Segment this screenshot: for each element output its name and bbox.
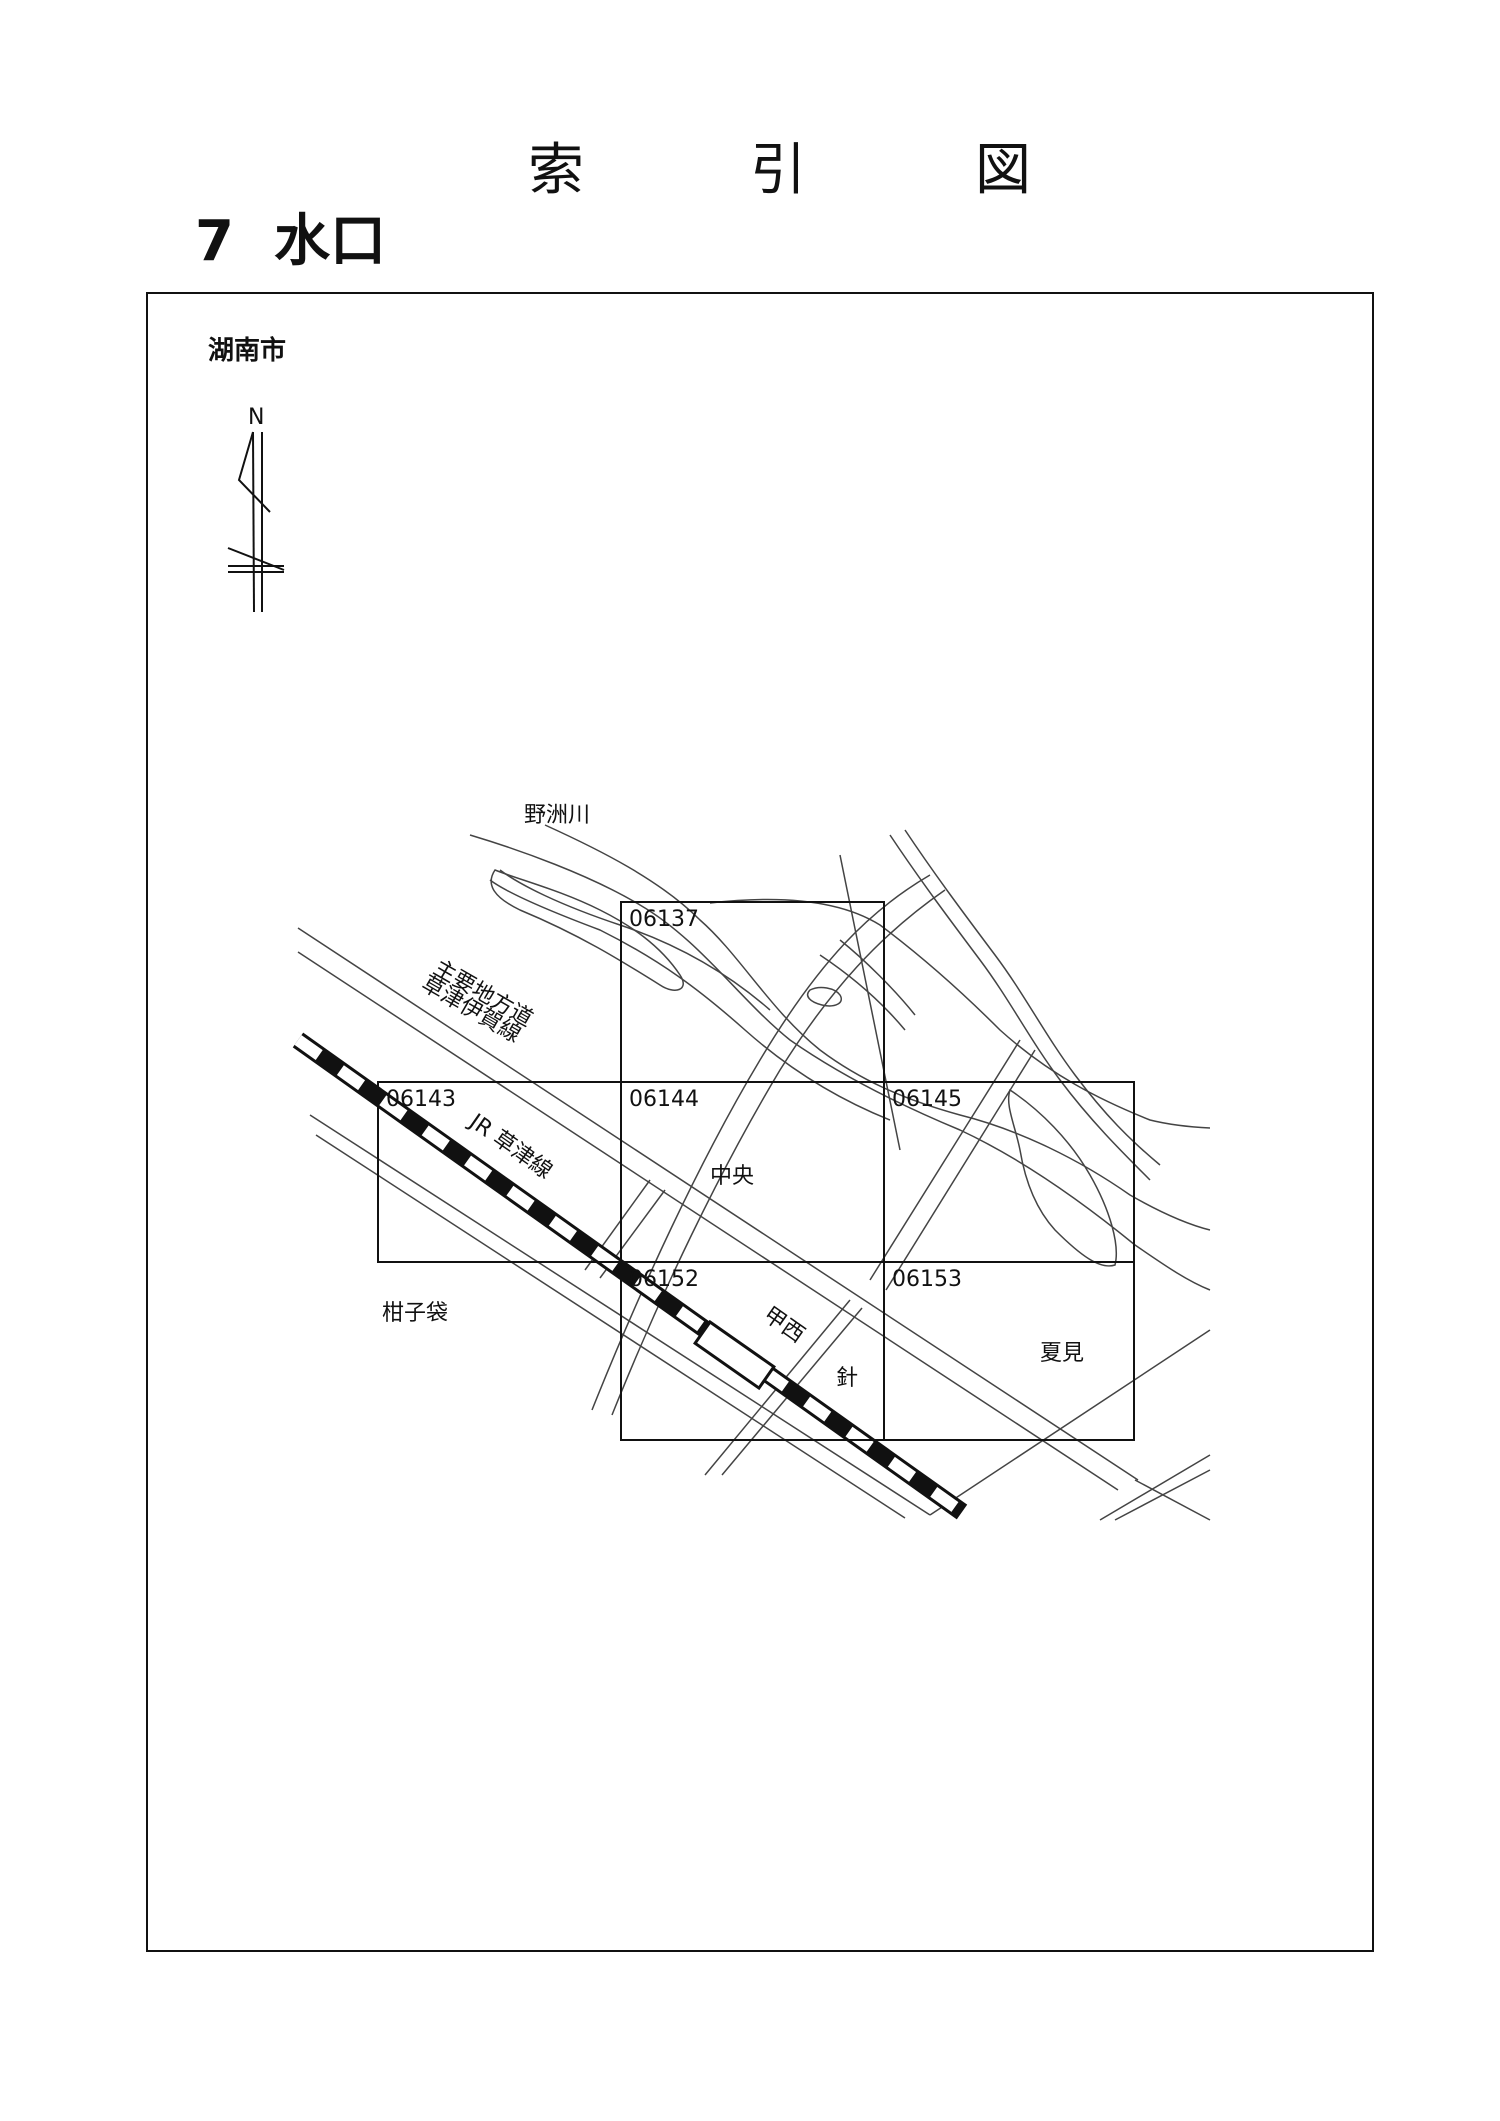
sheet-06152[interactable]: 06152 — [629, 1267, 699, 1292]
north-label: N — [248, 405, 264, 430]
place-hari: 針 — [836, 1366, 858, 1391]
place-chuo: 中央 — [710, 1164, 754, 1189]
station-label: 甲西 — [759, 1302, 809, 1348]
sheet-06144[interactable]: 06144 — [629, 1087, 699, 1112]
sheet-06153[interactable]: 06153 — [892, 1267, 962, 1292]
map-frame — [146, 292, 1374, 1952]
north-arrow-icon: N — [227, 405, 285, 613]
section-number: 7 — [195, 209, 234, 274]
railway-jr-kusatsu — [292, 1032, 968, 1520]
title-char-2: 引 — [750, 138, 806, 203]
page-title: 索 引 図 — [0, 125, 1500, 205]
section-heading: 7 水口 — [195, 196, 386, 277]
sheet-06137[interactable]: 06137 — [629, 907, 699, 932]
title-char-3: 図 — [975, 138, 1031, 203]
title-char-1: 索 — [528, 138, 584, 203]
place-natsumi: 夏見 — [1040, 1341, 1084, 1366]
place-kojibukuro: 柑子袋 — [382, 1301, 448, 1326]
river-label: 野洲川 — [524, 803, 590, 828]
roads — [297, 854, 1211, 1521]
city-label: 湖南市 — [208, 336, 287, 366]
river-yasu — [469, 824, 1211, 1291]
sheet-grid — [377, 901, 1135, 1441]
section-name: 水口 — [273, 209, 386, 274]
sheet-06143[interactable]: 06143 — [386, 1087, 456, 1112]
sheet-06145[interactable]: 06145 — [892, 1087, 962, 1112]
